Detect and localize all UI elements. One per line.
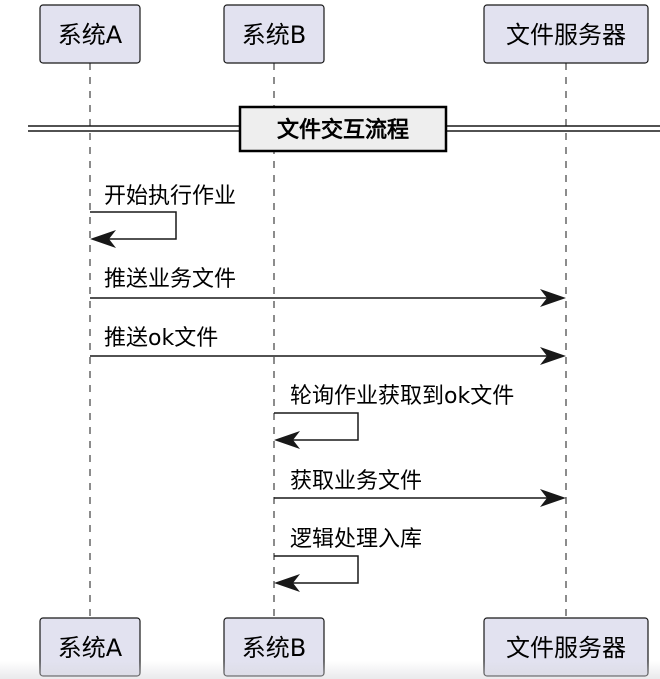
participant-system-b-label: 系统B	[242, 634, 306, 662]
participant-file-server-top: 文件服务器	[483, 4, 649, 64]
message-label: 逻辑处理入库	[290, 527, 422, 552]
divider: 文件交互流程	[28, 105, 660, 153]
participant-system-a-label: 系统A	[58, 21, 123, 49]
message-arrow-line	[90, 211, 177, 240]
participant-system-a-top: 系统A	[39, 4, 141, 64]
message-push-ok-file: 推送ok文件	[90, 326, 566, 365]
arrow-head-icon	[274, 574, 300, 592]
arrow-head-icon	[540, 489, 566, 507]
participant-system-b-bottom: 系统B	[223, 617, 325, 677]
message-push-business-file: 推送业务文件	[90, 267, 566, 307]
participant-file-server-label: 文件服务器	[506, 21, 626, 49]
message-label: 推送业务文件	[104, 267, 236, 292]
participant-system-b-top: 系统B	[223, 4, 325, 64]
message-process-store: 逻辑处理入库	[274, 527, 422, 592]
message-arrow-line	[274, 412, 359, 441]
message-label: 推送ok文件	[104, 326, 218, 351]
arrow-head-icon	[540, 347, 566, 365]
participant-file-server-bottom: 文件服务器	[483, 617, 649, 677]
arrow-head-icon	[90, 230, 116, 248]
participant-system-a-bottom: 系统A	[39, 617, 141, 677]
message-label: 获取业务文件	[290, 469, 422, 494]
divider-label: 文件交互流程	[277, 117, 409, 143]
participant-system-b-label: 系统B	[242, 21, 306, 49]
message-fetch-business-file: 获取业务文件	[274, 469, 566, 507]
participant-file-server-label: 文件服务器	[506, 634, 626, 662]
message-poll-ok-file: 轮询作业获取到ok文件	[274, 384, 514, 449]
message-arrow-line	[274, 555, 359, 584]
message-label: 开始执行作业	[104, 184, 236, 209]
message-label: 轮询作业获取到ok文件	[290, 384, 514, 409]
message-start-job: 开始执行作业	[90, 184, 236, 248]
arrow-head-icon	[274, 431, 300, 449]
participant-system-a-label: 系统A	[58, 634, 123, 662]
arrow-head-icon	[540, 289, 566, 307]
